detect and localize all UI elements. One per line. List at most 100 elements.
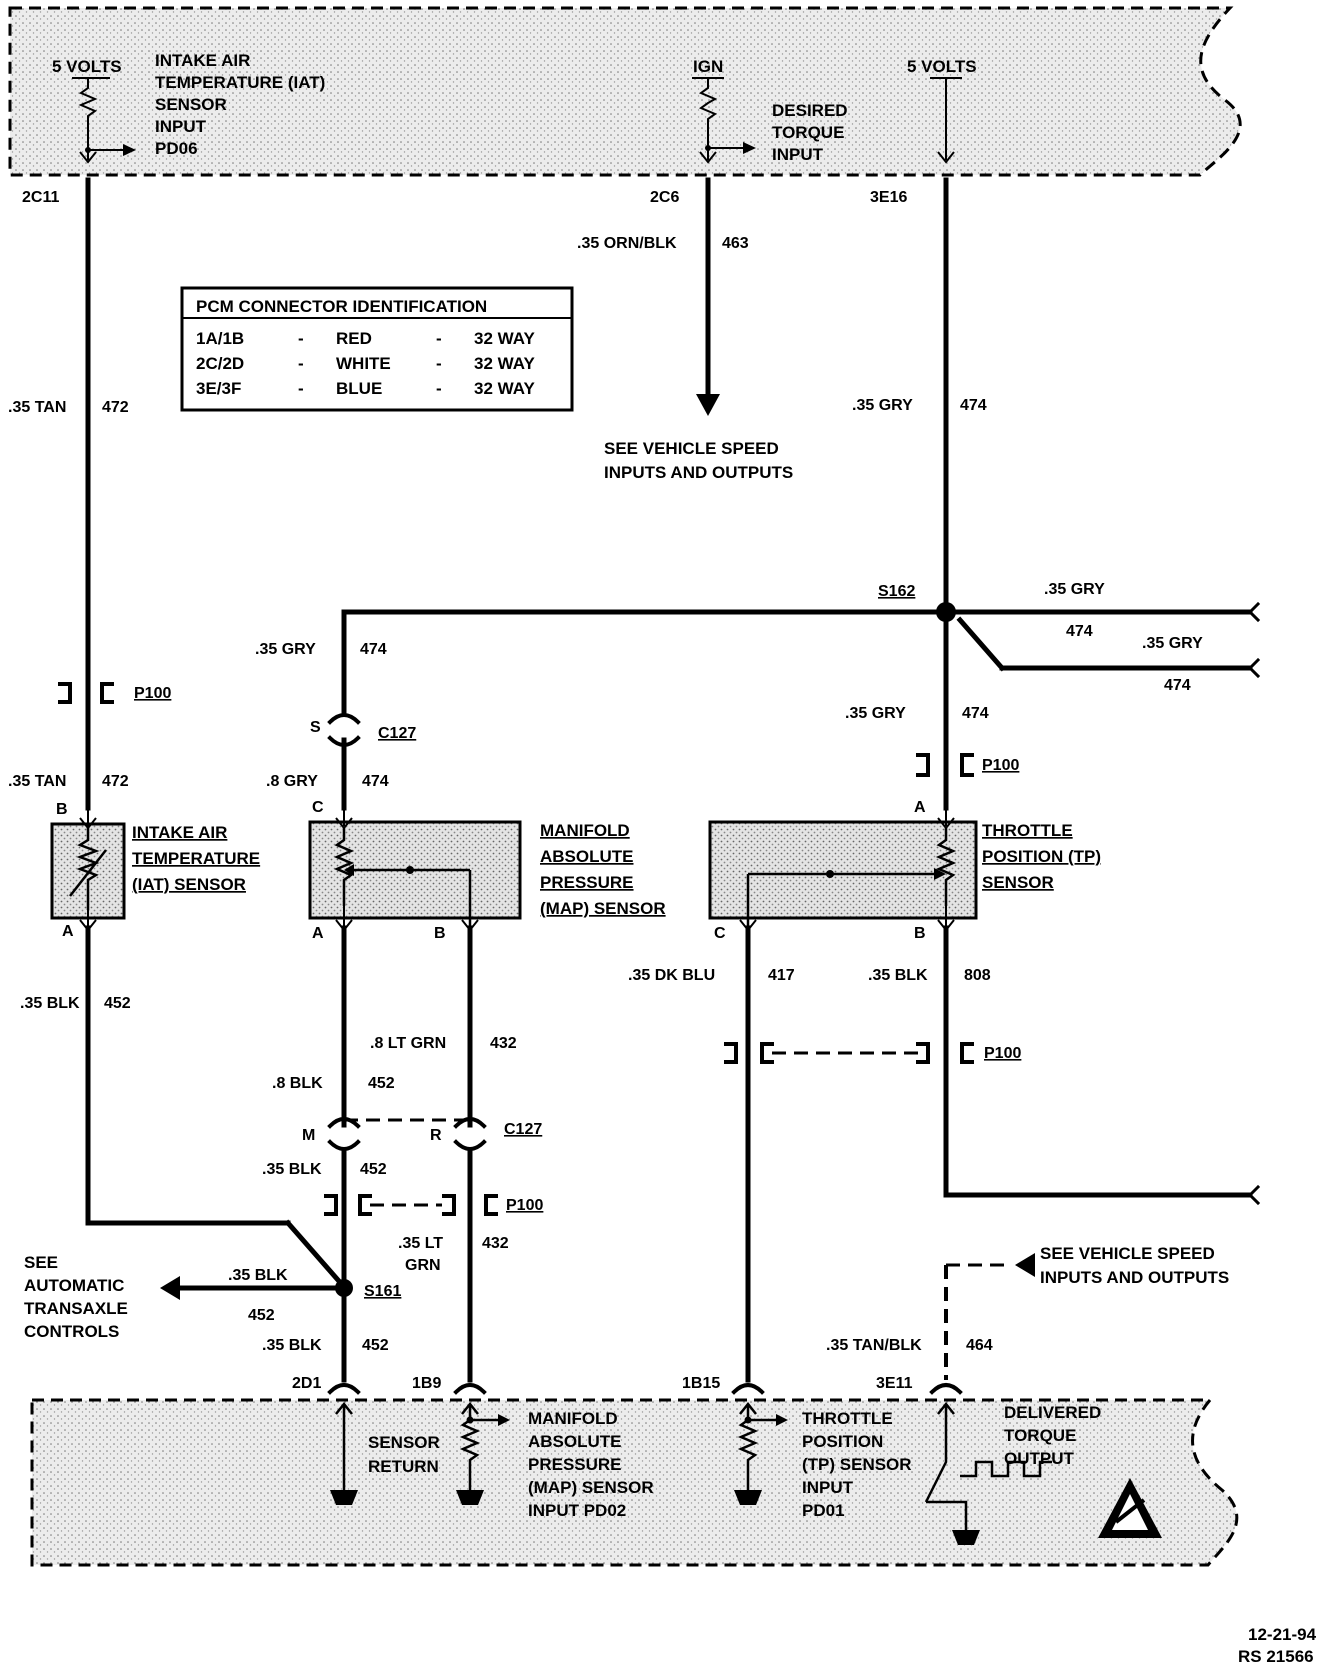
wire-number: 474: [360, 641, 387, 658]
p100-label: P100: [984, 1045, 1021, 1062]
wire-number: 452: [362, 1337, 389, 1354]
map-sensor-line-1: MANIFOLD: [540, 821, 630, 840]
iat-input-line-2: TEMPERATURE (IAT): [155, 73, 325, 92]
wire-number: 452: [248, 1307, 275, 1324]
wire-label: .35 BLK: [262, 1337, 322, 1354]
connector-table-row: 3E/3F - BLUE - 32 WAY: [196, 379, 535, 398]
wire-number: 474: [960, 397, 987, 414]
tp-input-line-5: PD01: [802, 1501, 845, 1520]
wire-label: .35 BLK: [20, 995, 80, 1012]
delivered-torque-line-1: DELIVERED: [1004, 1403, 1101, 1422]
svg-text:32 WAY: 32 WAY: [474, 379, 535, 398]
wire-label: .35 GRY: [852, 397, 913, 414]
esd-warning-icon: [1098, 1478, 1162, 1538]
arrow-left-icon: [160, 1276, 180, 1300]
pcm-bottom-block: SENSOR RETURN MANIFOLD ABSOLUTE PRESSURE…: [30, 1383, 1239, 1567]
connector-c127-bottom: M R C127: [302, 1117, 542, 1151]
map-sensor: C A B MANIFOLD ABSOLUTE PRESSURE (MAP) S…: [308, 799, 666, 942]
ground-icon: [734, 1490, 762, 1505]
wire-label: .35 BLK: [262, 1161, 322, 1178]
desired-torque-line-1: DESIRED: [772, 101, 848, 120]
ref-vehicle-speed-1-line-2: INPUTS AND OUTPUTS: [604, 463, 793, 482]
pullup-resistor-torque: [698, 78, 718, 135]
svg-text:WHITE: WHITE: [336, 354, 391, 373]
map-sensor-line-2: ABSOLUTE: [540, 847, 634, 866]
ref-vehicle-speed-2-line-1: SEE VEHICLE SPEED: [1040, 1244, 1215, 1263]
tp-sensor-line-2: POSITION (TP): [982, 847, 1101, 866]
iat-pin-b: B: [56, 801, 68, 818]
tp-input-line-3: (TP) SENSOR: [802, 1455, 912, 1474]
ref-vehicle-speed-2-line-2: INPUTS AND OUTPUTS: [1040, 1268, 1229, 1287]
pin-r-label: R: [430, 1127, 442, 1144]
five-volts-right-label: 5 VOLTS: [907, 57, 977, 76]
connector-p100-map: P100: [324, 1194, 543, 1216]
wire-number: 463: [722, 235, 749, 252]
tp-pin-b: B: [914, 925, 926, 942]
pin-2c11: 2C11: [22, 189, 59, 206]
iat-input-line-4: INPUT: [155, 117, 207, 136]
iat-sensor-line-3: (IAT) SENSOR: [132, 875, 246, 894]
connector-p100-tp-bottom: P100: [724, 1042, 1021, 1064]
wire-label: .35 TAN/BLK: [826, 1337, 922, 1354]
svg-text:32 WAY: 32 WAY: [474, 329, 535, 348]
connector-p100-tp-top: P100: [916, 753, 1019, 777]
ref-auto-trans-line-1: SEE: [24, 1253, 58, 1272]
pullup-resistor-iat: [78, 78, 98, 135]
tp-pin-a: A: [914, 799, 926, 816]
map-pin-a: A: [312, 925, 324, 942]
c127-label: C127: [378, 725, 416, 742]
five-volts-left-label: 5 VOLTS: [52, 57, 122, 76]
svg-text:2C/2D: 2C/2D: [196, 354, 244, 373]
ref-vehicle-speed-1-line-1: SEE VEHICLE SPEED: [604, 439, 779, 458]
wire-label: .8 LT GRN: [370, 1035, 446, 1052]
wire-label: .35 BLK: [228, 1267, 288, 1284]
svg-text:RED: RED: [336, 329, 372, 348]
map-input-line-3: PRESSURE: [528, 1455, 622, 1474]
tp-sensor: A C B THROTTLE POSITION (TP) SENSOR: [708, 799, 1101, 942]
wire-number: 808: [964, 967, 991, 984]
map-sensor-line-4: (MAP) SENSOR: [540, 899, 666, 918]
ref-auto-trans-line-3: TRANSAXLE: [24, 1299, 128, 1318]
svg-text:-: -: [436, 329, 442, 348]
wire-label: .35 ORN/BLK: [577, 235, 677, 252]
wires: [85, 177, 1261, 1383]
pin-3e16: 3E16: [870, 189, 907, 206]
wire-label: .8 GRY: [266, 773, 318, 790]
svg-text:32 WAY: 32 WAY: [474, 354, 535, 373]
p100-label: P100: [134, 685, 171, 702]
footer-ref: RS 21566: [1238, 1647, 1314, 1666]
wire-label: .35 GRY: [1044, 581, 1105, 598]
pin-1b15: 1B15: [682, 1375, 720, 1392]
map-input-line-5: INPUT PD02: [528, 1501, 626, 1520]
p100-label: P100: [982, 757, 1019, 774]
ref-auto-trans-line-2: AUTOMATIC: [24, 1276, 124, 1295]
wire-number: 472: [102, 399, 129, 416]
iat-sensor-line-1: INTAKE AIR: [132, 823, 227, 842]
svg-text:-: -: [436, 379, 442, 398]
splice-s161: [335, 1279, 353, 1297]
map-input-line-4: (MAP) SENSOR: [528, 1478, 654, 1497]
connector-table-title: PCM CONNECTOR IDENTIFICATION: [196, 297, 487, 316]
arrow-left-icon: [1015, 1253, 1035, 1277]
pcm-connector-table: PCM CONNECTOR IDENTIFICATION 1A/1B - RED…: [180, 286, 574, 412]
ign-label: IGN: [693, 57, 723, 76]
map-pin-c: C: [312, 799, 324, 816]
wire-label: .35 GRY: [255, 641, 316, 658]
wire-number: 474: [1066, 623, 1093, 640]
svg-text:-: -: [298, 354, 304, 373]
desired-torque-line-2: TORQUE: [772, 123, 844, 142]
pin-1b9: 1B9: [412, 1375, 441, 1392]
connector-table-row: 1A/1B - RED - 32 WAY: [196, 329, 535, 348]
iat-sensor-line-2: TEMPERATURE: [132, 849, 260, 868]
ground-icon: [456, 1490, 484, 1505]
map-input-line-2: ABSOLUTE: [528, 1432, 622, 1451]
ref-auto-trans-line-4: CONTROLS: [24, 1322, 119, 1341]
tp-input-line-2: POSITION: [802, 1432, 883, 1451]
wire-number: 432: [490, 1035, 517, 1052]
desired-torque-line-3: INPUT: [772, 145, 824, 164]
svg-text:3E/3F: 3E/3F: [196, 379, 241, 398]
splice-s162: [936, 602, 956, 622]
ground-icon: [952, 1530, 980, 1545]
sensor-return-line-1: SENSOR: [368, 1433, 440, 1452]
